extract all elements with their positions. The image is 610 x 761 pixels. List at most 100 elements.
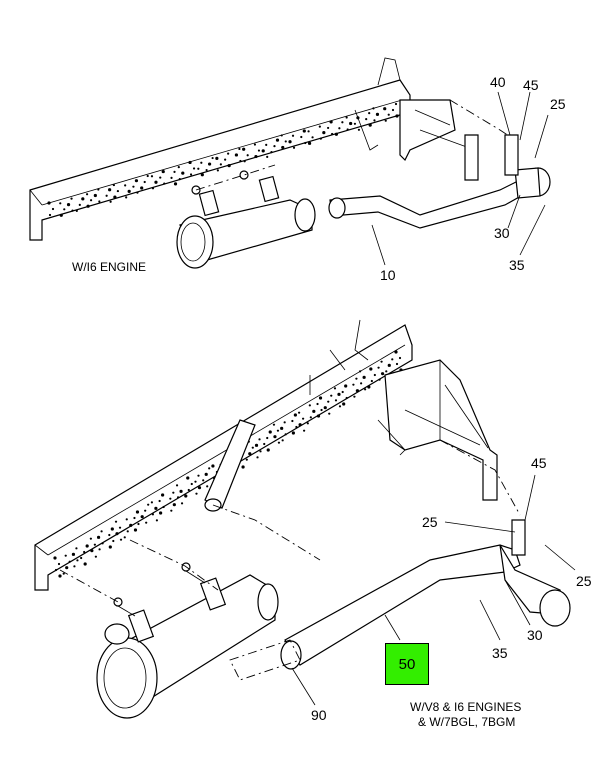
callout-40-top: 40 xyxy=(490,74,506,90)
rivet-hole xyxy=(238,147,241,151)
rivet-hole xyxy=(116,189,119,193)
rivet-hole xyxy=(302,129,306,133)
rivet-hole xyxy=(178,178,181,181)
rivet-hole xyxy=(123,536,126,539)
rivet-hole xyxy=(147,503,150,506)
rivet-hole xyxy=(273,145,276,148)
rivet-hole xyxy=(110,527,114,531)
rivet-hole xyxy=(311,136,314,139)
rivet-hole xyxy=(375,112,380,117)
rivet-hole xyxy=(353,122,357,125)
rivet-hole xyxy=(288,140,292,144)
rivet-hole xyxy=(200,161,203,164)
rivet-hole xyxy=(307,141,312,145)
rivet-hole xyxy=(387,363,391,367)
rivet-hole xyxy=(373,119,376,122)
rivet-hole xyxy=(364,388,367,391)
rivet-hole xyxy=(66,202,71,207)
rivet-hole xyxy=(352,383,355,386)
rivet-hole xyxy=(68,560,71,563)
rivet-hole xyxy=(172,503,176,507)
rivet-hole xyxy=(329,120,333,124)
rivet-hole xyxy=(275,138,280,142)
rivet-hole xyxy=(346,128,349,131)
rivet-hole xyxy=(312,409,316,413)
rivet-hole xyxy=(59,213,63,217)
rivet-hole xyxy=(254,443,259,447)
caption-w-i6-engine: W/I6 ENGINE xyxy=(72,260,147,274)
rivet-hole xyxy=(80,556,83,560)
rivet-hole xyxy=(118,526,122,529)
rivet-hole xyxy=(75,547,78,550)
rivet-hole xyxy=(349,121,353,126)
rivet-hole xyxy=(307,130,310,133)
rivet-hole xyxy=(394,102,398,106)
rivet-hole xyxy=(54,568,58,572)
rivet-hole xyxy=(258,438,261,441)
rivet-hole xyxy=(108,533,111,537)
rivet-hole xyxy=(70,197,73,200)
rivet-hole xyxy=(177,166,180,169)
caption-w-v8-i6-engines: W/V8 & I6 ENGINES xyxy=(410,700,522,714)
rivet-hole xyxy=(380,360,383,363)
rivet-hole xyxy=(100,530,103,533)
bottom-support-bracket xyxy=(377,359,521,516)
rivet-hole xyxy=(345,116,348,119)
rivet-hole xyxy=(151,513,154,516)
rivet-hole xyxy=(270,151,273,154)
rivet-hole xyxy=(145,521,148,524)
rivet-hole xyxy=(98,200,101,203)
rivet-hole xyxy=(194,480,197,483)
rivet-hole xyxy=(284,140,287,143)
rivet-hole xyxy=(101,542,104,545)
rivet-hole xyxy=(98,548,101,551)
top-crossmember-bracket xyxy=(399,99,516,181)
callout-25-bottom-right: 25 xyxy=(576,573,592,589)
rivet-hole xyxy=(319,137,322,140)
rivet-hole xyxy=(176,496,180,499)
rivet-hole xyxy=(266,155,269,158)
rivet-hole xyxy=(94,555,97,558)
rivet-hole xyxy=(173,170,176,173)
rivet-hole xyxy=(338,127,341,130)
rivet-hole xyxy=(140,186,144,190)
rivet-hole xyxy=(133,516,136,520)
rivet-hole xyxy=(391,358,394,361)
callout-25-bottom-left: 25 xyxy=(422,514,438,530)
rivet-hole xyxy=(81,197,85,201)
rivet-hole xyxy=(170,509,173,512)
rivet-hole xyxy=(398,356,402,360)
rivet-hole xyxy=(115,532,119,536)
top-frame-rail xyxy=(29,57,411,241)
callout-45-bottom: 45 xyxy=(531,455,547,471)
rivet-hole xyxy=(256,456,259,459)
caption-7bgl-7bgm: & W/7BGL, 7BGM xyxy=(418,715,516,729)
rivet-hole xyxy=(265,143,268,146)
rivet-hole xyxy=(78,203,81,206)
rivet-hole xyxy=(295,425,298,429)
rivet-hole xyxy=(125,196,128,199)
rivet-hole xyxy=(227,152,230,155)
rivet-hole xyxy=(385,370,388,373)
rivet-hole xyxy=(135,510,140,514)
rivet-hole xyxy=(108,545,112,549)
rivet-hole xyxy=(58,574,62,578)
rivet-hole xyxy=(71,552,76,556)
rivet-hole xyxy=(136,191,139,194)
rivet-hole xyxy=(383,107,387,111)
rivet-hole xyxy=(353,395,356,398)
rivet-hole xyxy=(140,515,144,519)
rivet-hole xyxy=(355,377,358,380)
rivet-hole xyxy=(144,509,147,512)
rivet-hole xyxy=(251,446,254,449)
rivet-hole xyxy=(281,439,284,442)
rivet-hole xyxy=(276,429,280,432)
rivet-hole xyxy=(124,184,127,187)
callout-30-bottom: 30 xyxy=(527,627,543,643)
rivet-hole xyxy=(316,402,319,406)
callout-90-bottom: 90 xyxy=(311,707,327,723)
rivet-hole xyxy=(143,180,146,184)
rivet-hole xyxy=(215,156,219,160)
rivet-hole xyxy=(367,385,371,389)
